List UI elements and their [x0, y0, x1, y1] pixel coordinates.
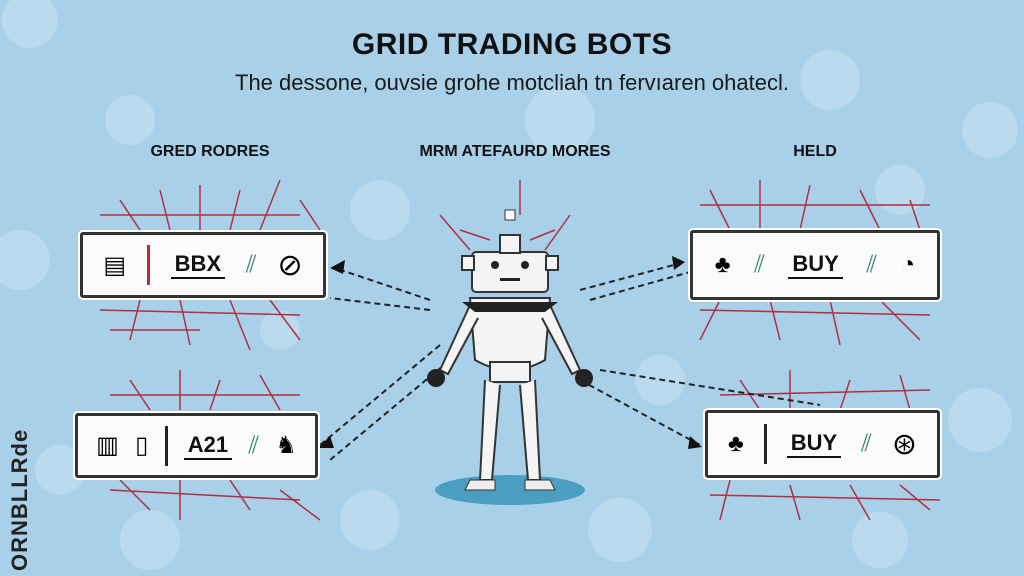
section-label-left: GRED RODRES [150, 143, 270, 160]
section-label-right: HELD [793, 143, 837, 160]
section-label-center: MRM ATEFAURD MORES [419, 143, 611, 160]
divider [164, 425, 168, 466]
globe-icon: ⊘ [277, 248, 303, 282]
panel-bottom-right: ♣ BUY ⫽ ⊛ [705, 410, 940, 478]
page-title: GRID TRADING BOTS [351, 28, 673, 61]
panel-top-right: ♣ ⫽ BUY ⫽ ◔ [690, 230, 940, 300]
tree-icon: ♣ [727, 430, 744, 457]
panel-label: A21 [183, 432, 233, 460]
divider [146, 245, 150, 285]
connector-arrows [319, 261, 821, 461]
gauge-icon: ⫽ [248, 431, 260, 459]
gauge-icon: ⫽ [245, 251, 257, 278]
chart-icon: ▤ [103, 251, 127, 279]
side-text: ORNBLLRde [7, 428, 32, 571]
gauge-icon: ⫽ [861, 430, 872, 457]
gauge-icon: ⫽ [754, 251, 765, 278]
bull-icon: ♞ [275, 432, 297, 459]
panel-top-left: ▤ BBX ⫽ ⊘ [80, 232, 326, 298]
panel-bottom-left: ▥ ▯ A21 ⫽ ♞ [75, 413, 318, 478]
divider [763, 424, 767, 464]
page-subtitle: The dessone, ouvsie grohe motcliah tn fe… [235, 70, 789, 95]
robot [427, 209, 593, 505]
tree-icon: ♣ [714, 251, 731, 278]
panel-label: BBX [170, 251, 226, 279]
grid-lines [99, 179, 941, 521]
gauge-icon: ⫽ [866, 251, 878, 278]
wallet-icon: ▥ [96, 432, 119, 459]
globe-icon: ⊛ [891, 427, 917, 461]
coin-icon: ◔ [900, 251, 916, 278]
panel-label: BUY [786, 430, 842, 458]
panel-label: BUY [788, 251, 843, 279]
phone-icon: ▯ [135, 432, 149, 459]
